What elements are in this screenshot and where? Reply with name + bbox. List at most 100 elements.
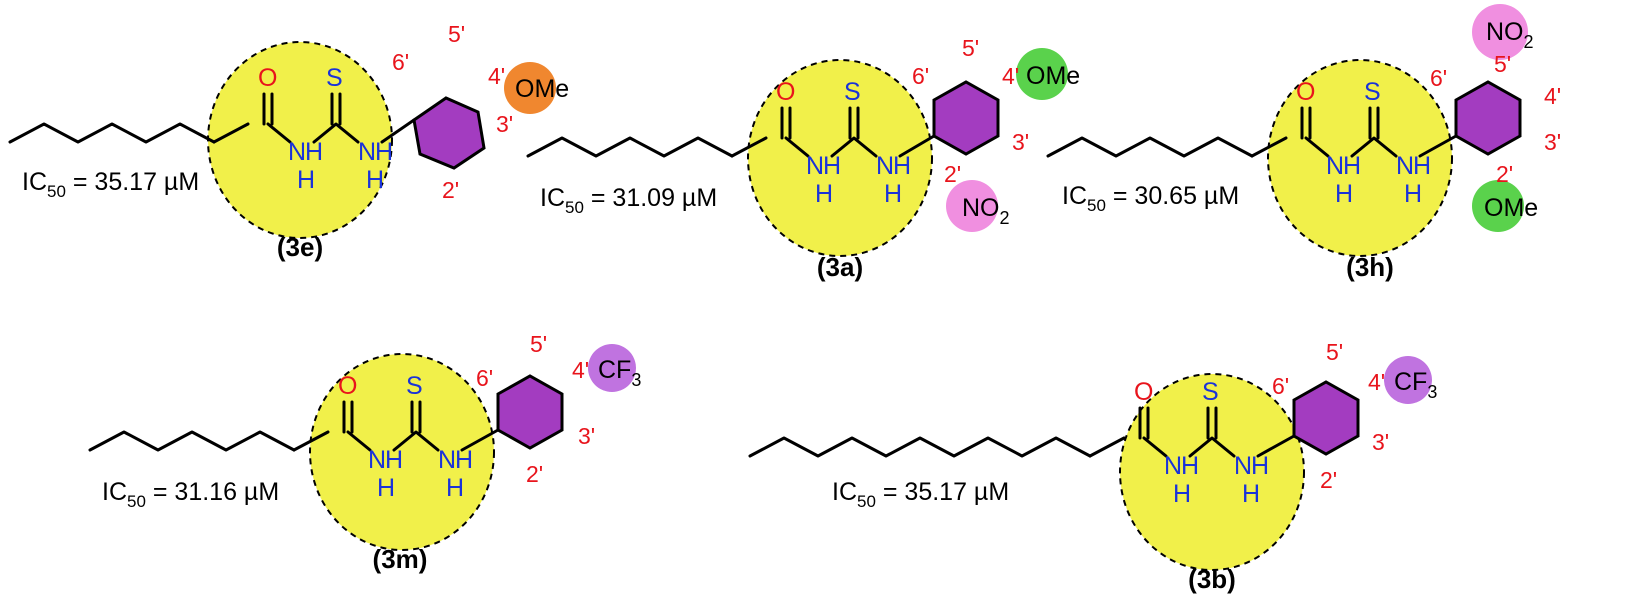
locant-2: 2' bbox=[526, 461, 543, 487]
nh-atom-2: N bbox=[876, 152, 894, 180]
substituent-highlight-2 bbox=[946, 180, 998, 232]
compound-3e: O S N H H N H H OMe 4' 5' 6' 3' 2' IC50 … bbox=[8, 21, 569, 262]
ic50-label: IC50 = 31.16 µM bbox=[102, 478, 279, 511]
pharmacophore-highlight bbox=[1119, 373, 1305, 571]
benzene-ring bbox=[932, 80, 1000, 156]
nh-atom-2: N bbox=[438, 446, 456, 474]
nh-atom: N bbox=[288, 138, 306, 166]
nh-atom-2-h: H bbox=[1251, 452, 1269, 480]
carbonyl-bridge bbox=[730, 136, 768, 158]
nh-atom: N bbox=[368, 446, 386, 474]
compound-3a: O S N H H N H H OMe NO2 4' 5' 6' 3' 2' I… bbox=[526, 35, 1080, 282]
alkyl-chain bbox=[88, 430, 296, 452]
locant-5: 5' bbox=[1326, 339, 1343, 365]
locant-2: 2' bbox=[1320, 467, 1337, 493]
thiourea-bonds bbox=[1304, 136, 1330, 158]
locant-2: 2' bbox=[944, 161, 961, 187]
substituent-2: NO2 bbox=[962, 194, 1010, 228]
compound-label: (3m) bbox=[373, 544, 428, 574]
substituent-2: OMe bbox=[1484, 194, 1538, 222]
oxygen-atom: O bbox=[258, 64, 277, 92]
locant-6: 6' bbox=[392, 49, 409, 75]
nh-atom-h: H bbox=[385, 446, 403, 474]
nh-atom-2: N bbox=[1396, 152, 1414, 180]
compound-label: (3a) bbox=[817, 252, 863, 282]
nh-hydrogen: H bbox=[1335, 180, 1353, 208]
carbonyl-bridge bbox=[212, 122, 250, 144]
locant-5: 5' bbox=[530, 331, 547, 357]
alkyl-chain bbox=[1046, 136, 1254, 158]
carbonyl-bridge bbox=[1250, 136, 1288, 158]
locant-3: 3' bbox=[1544, 129, 1561, 155]
aryl-link bbox=[898, 134, 936, 158]
thiourea-bonds bbox=[784, 136, 810, 158]
oxygen-atom: O bbox=[1296, 78, 1315, 106]
sulfur-atom: S bbox=[1364, 78, 1381, 106]
nh-hydrogen: H bbox=[297, 166, 315, 194]
locant-5: 5' bbox=[448, 21, 465, 47]
aryl-link bbox=[1418, 134, 1458, 158]
thiourea-bonds bbox=[1142, 436, 1168, 458]
oxygen-atom: O bbox=[338, 372, 357, 400]
substituent-4: OMe bbox=[515, 75, 569, 103]
locant-6: 6' bbox=[476, 365, 493, 391]
thiourea-bonds-2 bbox=[312, 122, 360, 144]
compound-3h: O S N H H N H H NO2 OMe 5' 4' 3' 2' 6' I… bbox=[1046, 4, 1561, 282]
locant-6: 6' bbox=[912, 63, 929, 89]
substituent-highlight-4 bbox=[588, 344, 636, 392]
locant-4: 4' bbox=[572, 357, 589, 383]
aryl-link bbox=[460, 428, 500, 452]
thiourea-bonds-2 bbox=[392, 430, 440, 452]
locant-3: 3' bbox=[578, 423, 595, 449]
nh-atom-2-h: H bbox=[1413, 152, 1431, 180]
locant-5: 5' bbox=[962, 35, 979, 61]
nh-atom-2: N bbox=[358, 138, 376, 166]
locant-2: 2' bbox=[442, 177, 459, 203]
pharmacophore-highlight bbox=[747, 59, 933, 257]
substituent-highlight-4 bbox=[1384, 356, 1432, 404]
sulfur-atom: S bbox=[406, 372, 423, 400]
locant-2: 2' bbox=[1496, 161, 1513, 187]
nh-atom-h: H bbox=[1343, 152, 1361, 180]
alkyl-chain bbox=[8, 122, 216, 144]
ic50-label: IC50 = 30.65 µM bbox=[1062, 182, 1239, 215]
carbonyl-bridge bbox=[1088, 436, 1126, 458]
nh-atom-2-h: H bbox=[455, 446, 473, 474]
nh-hydrogen-2: H bbox=[366, 166, 384, 194]
nh-hydrogen: H bbox=[1173, 480, 1191, 508]
nh-atom-2-h: H bbox=[375, 138, 393, 166]
ic50-label: IC50 = 35.17 µM bbox=[22, 168, 199, 201]
nh-atom: N bbox=[806, 152, 824, 180]
substituent-4: CF3 bbox=[1394, 368, 1437, 402]
nh-hydrogen: H bbox=[377, 474, 395, 502]
aryl-link bbox=[380, 118, 416, 144]
oxygen-atom: O bbox=[776, 78, 795, 106]
nh-hydrogen: H bbox=[815, 180, 833, 208]
thiourea-bonds bbox=[346, 430, 372, 452]
sulfur-atom: S bbox=[326, 64, 343, 92]
locant-4: 4' bbox=[1544, 83, 1561, 109]
ic50-label: IC50 = 35.17 µM bbox=[832, 478, 1009, 511]
nh-atom: N bbox=[1164, 452, 1182, 480]
substituent-highlight-2 bbox=[1472, 180, 1524, 232]
nh-atom-h: H bbox=[823, 152, 841, 180]
carbonyl-bridge bbox=[292, 430, 330, 452]
aryl-link bbox=[1256, 434, 1296, 458]
compound-label: (3b) bbox=[1188, 564, 1236, 594]
substituent-highlight-5 bbox=[1472, 4, 1528, 60]
locant-5: 5' bbox=[1494, 51, 1511, 77]
benzene-ring bbox=[412, 96, 486, 170]
sulfur-atom: S bbox=[1202, 378, 1219, 406]
ic50-label: IC50 = 31.09 µM bbox=[540, 184, 717, 217]
locant-4: 4' bbox=[1002, 63, 1019, 89]
substituent-4: OMe bbox=[1026, 62, 1080, 90]
compound-label: (3e) bbox=[277, 232, 323, 262]
substituent-highlight-4 bbox=[1016, 48, 1068, 100]
locant-4: 4' bbox=[1368, 369, 1385, 395]
compound-3b: O S N H H N H H CF3 4' 5' 6' 3' 2' IC50 … bbox=[748, 339, 1437, 594]
locant-3: 3' bbox=[1012, 129, 1029, 155]
locant-3: 3' bbox=[496, 111, 513, 137]
nh-atom-2: N bbox=[1234, 452, 1252, 480]
thiourea-bonds-2 bbox=[1188, 436, 1236, 458]
